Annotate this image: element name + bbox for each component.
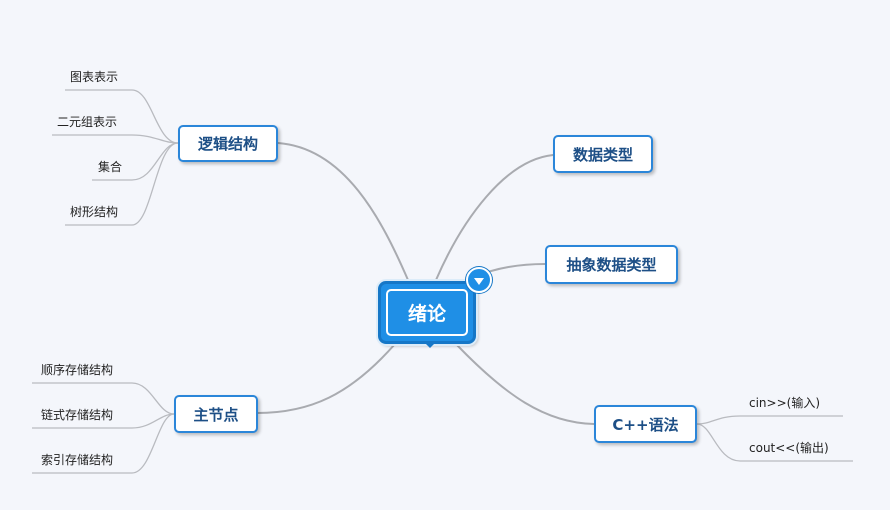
root-topic-label: 绪论 (407, 303, 446, 325)
connector-logic-leaf-4 (65, 142, 179, 226)
leaf-storage-2[interactable]: 链式存储结构 (41, 408, 114, 422)
leaf-cpp-1[interactable]: cin>>(输入) (749, 396, 821, 410)
triangle-down-icon (474, 277, 484, 285)
topic-main-node[interactable]: 主节点 (174, 395, 258, 433)
connector-storage-leaf-2 (32, 413, 175, 429)
topic-data-type-label: 数据类型 (572, 145, 633, 164)
connector-cpp (455, 343, 595, 425)
leaf-storage-3[interactable]: 索引存储结构 (41, 453, 114, 467)
connector-cpp-leaf-2 (696, 423, 853, 462)
leaf-logic-4[interactable]: 树形结构 (70, 205, 119, 219)
topic-main-node-label: 主节点 (193, 405, 239, 424)
leaf-logic-2[interactable]: 二元组表示 (57, 115, 118, 129)
leaf-storage-1[interactable]: 顺序存储结构 (41, 363, 114, 377)
connector-logic (277, 142, 409, 281)
topic-abstract-data-type-label: 抽象数据类型 (566, 256, 657, 274)
topic-data-type[interactable]: 数据类型 (553, 135, 653, 173)
connector-storage (256, 343, 396, 414)
leaf-cpp-2[interactable]: cout<<(输出) (749, 441, 829, 455)
connector-storage-leaf-3 (32, 413, 175, 474)
root-topic-notch (423, 341, 437, 348)
topic-logic-structure-label: 逻辑结构 (197, 135, 258, 153)
connector-logic-leaf-1 (65, 89, 179, 144)
topic-cpp-syntax[interactable]: C++语法 (594, 405, 697, 443)
leaf-logic-1[interactable]: 图表表示 (70, 70, 119, 84)
collapse-toggle-button[interactable] (466, 267, 492, 293)
topic-abstract-data-type[interactable]: 抽象数据类型 (545, 245, 678, 284)
topic-cpp-syntax-label: C++语法 (612, 415, 679, 434)
topic-logic-structure[interactable]: 逻辑结构 (178, 125, 278, 162)
root-topic[interactable]: 绪论 (378, 281, 476, 348)
connector-logic-leaf-2 (52, 134, 179, 144)
leaf-logic-3[interactable]: 集合 (98, 160, 123, 174)
connector-cpp-leaf-1 (696, 415, 843, 425)
connector-datatype (435, 154, 554, 281)
connector-storage-leaf-1 (32, 382, 175, 415)
